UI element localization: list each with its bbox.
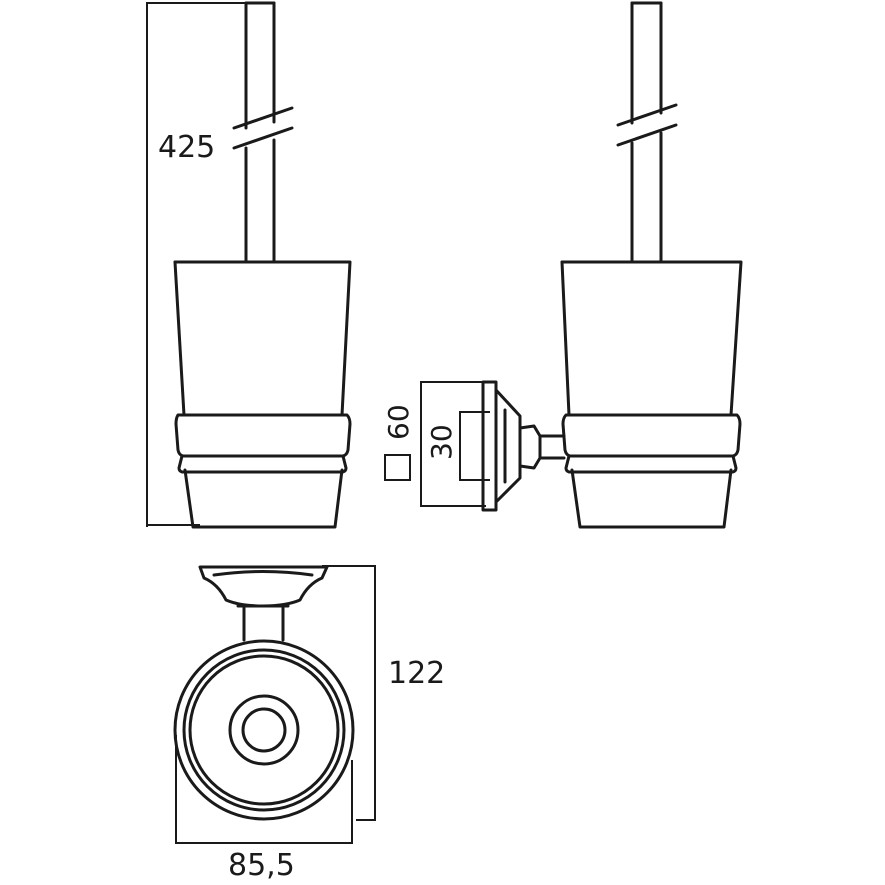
height-dimension-line <box>146 2 262 527</box>
side-view: 60 30 <box>382 1 743 529</box>
top-wall-plate <box>198 565 329 642</box>
plate-dimension-lines <box>420 381 490 507</box>
break-marks <box>232 106 294 150</box>
holder-ring-side <box>561 413 742 474</box>
depth-label: 122 <box>388 656 445 691</box>
top-view: 122 85,5 <box>173 565 445 883</box>
brush-handle-side <box>630 1 663 264</box>
brush-handle <box>244 1 276 264</box>
wall-plate <box>481 380 566 512</box>
front-view: 425 <box>146 1 352 529</box>
break-marks-side <box>616 103 678 147</box>
holder-ring <box>174 413 352 474</box>
width-dimension-line <box>175 735 353 844</box>
glass-cup-side <box>560 260 743 529</box>
depth-dimension-line <box>322 565 376 821</box>
plate-inner-label: 30 <box>425 424 458 460</box>
plate-size-label: 60 <box>382 404 415 440</box>
glass-cup <box>173 260 352 529</box>
cup-top-view <box>173 639 355 821</box>
width-label: 85,5 <box>228 848 295 883</box>
square-symbol <box>384 454 411 481</box>
height-label: 425 <box>158 130 215 165</box>
